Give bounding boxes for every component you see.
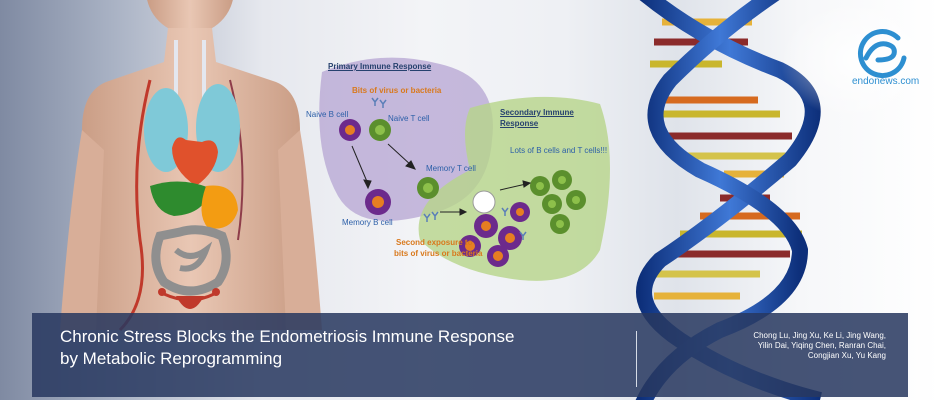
article-title-line-1[interactable]: Chronic Stress Blocks the Endometriosis … — [60, 327, 515, 346]
author-list: Chong Lu, Jing Xu, Ke Li, Jing Wang, Yil… — [753, 331, 886, 361]
author-line-2: Yilin Dai, Yiqing Chen, Ranran Chai, — [757, 341, 886, 350]
secondary-response-heading-2: Response — [500, 119, 539, 128]
heart-icon — [172, 137, 218, 186]
secondary-response-region — [418, 96, 610, 281]
stomach-icon — [201, 185, 238, 229]
secondary-t-cells — [530, 170, 586, 234]
naive-t-cell — [369, 119, 391, 141]
liver-icon — [150, 181, 210, 216]
flow-arrows — [351, 143, 532, 216]
article-title-line-2[interactable]: by Metabolic Reprogramming — [60, 349, 283, 368]
title-banner: Chronic Stress Blocks the Endometriosis … — [32, 313, 908, 397]
memory-b-cell — [365, 189, 391, 215]
endonews-e-logo-icon[interactable] — [848, 20, 920, 90]
naive-b-cell — [339, 119, 361, 141]
lots-of-cells-label: Lots of B cells and T cells!!! — [510, 146, 608, 155]
second-exposure-label-2: bits of virus or bacteria — [394, 249, 483, 258]
naive-b-cell-label: Naive B cell — [306, 110, 349, 119]
primary-response-region — [319, 57, 493, 221]
bits-label: Bits of virus or bacteria — [352, 86, 442, 95]
intestine-icon — [151, 225, 231, 296]
second-exposure-label-1: Second exposure to — [396, 238, 473, 247]
memory-t-cell — [417, 177, 439, 199]
banner-divider — [636, 331, 637, 387]
primary-response-heading: Primary Immune Response — [328, 62, 432, 71]
memory-t-cell-label: Memory T cell — [426, 164, 476, 173]
site-name-link[interactable]: endonews.com — [852, 76, 920, 87]
memory-b-cell-label: Memory B cell — [342, 218, 393, 227]
naive-t-cell-label: Naive T cell — [388, 114, 430, 123]
author-line-1: Chong Lu, Jing Xu, Ke Li, Jing Wang, — [753, 331, 886, 340]
secondary-response-heading-1: Secondary Immune — [500, 108, 574, 117]
human-body-figure — [60, 0, 322, 332]
antigen-cell — [472, 190, 496, 214]
secondary-b-cells — [459, 202, 530, 267]
uterus-icon — [158, 288, 220, 309]
antibody-icons — [371, 97, 527, 240]
author-line-3: Congjian Xu, Yu Kang — [807, 351, 886, 360]
